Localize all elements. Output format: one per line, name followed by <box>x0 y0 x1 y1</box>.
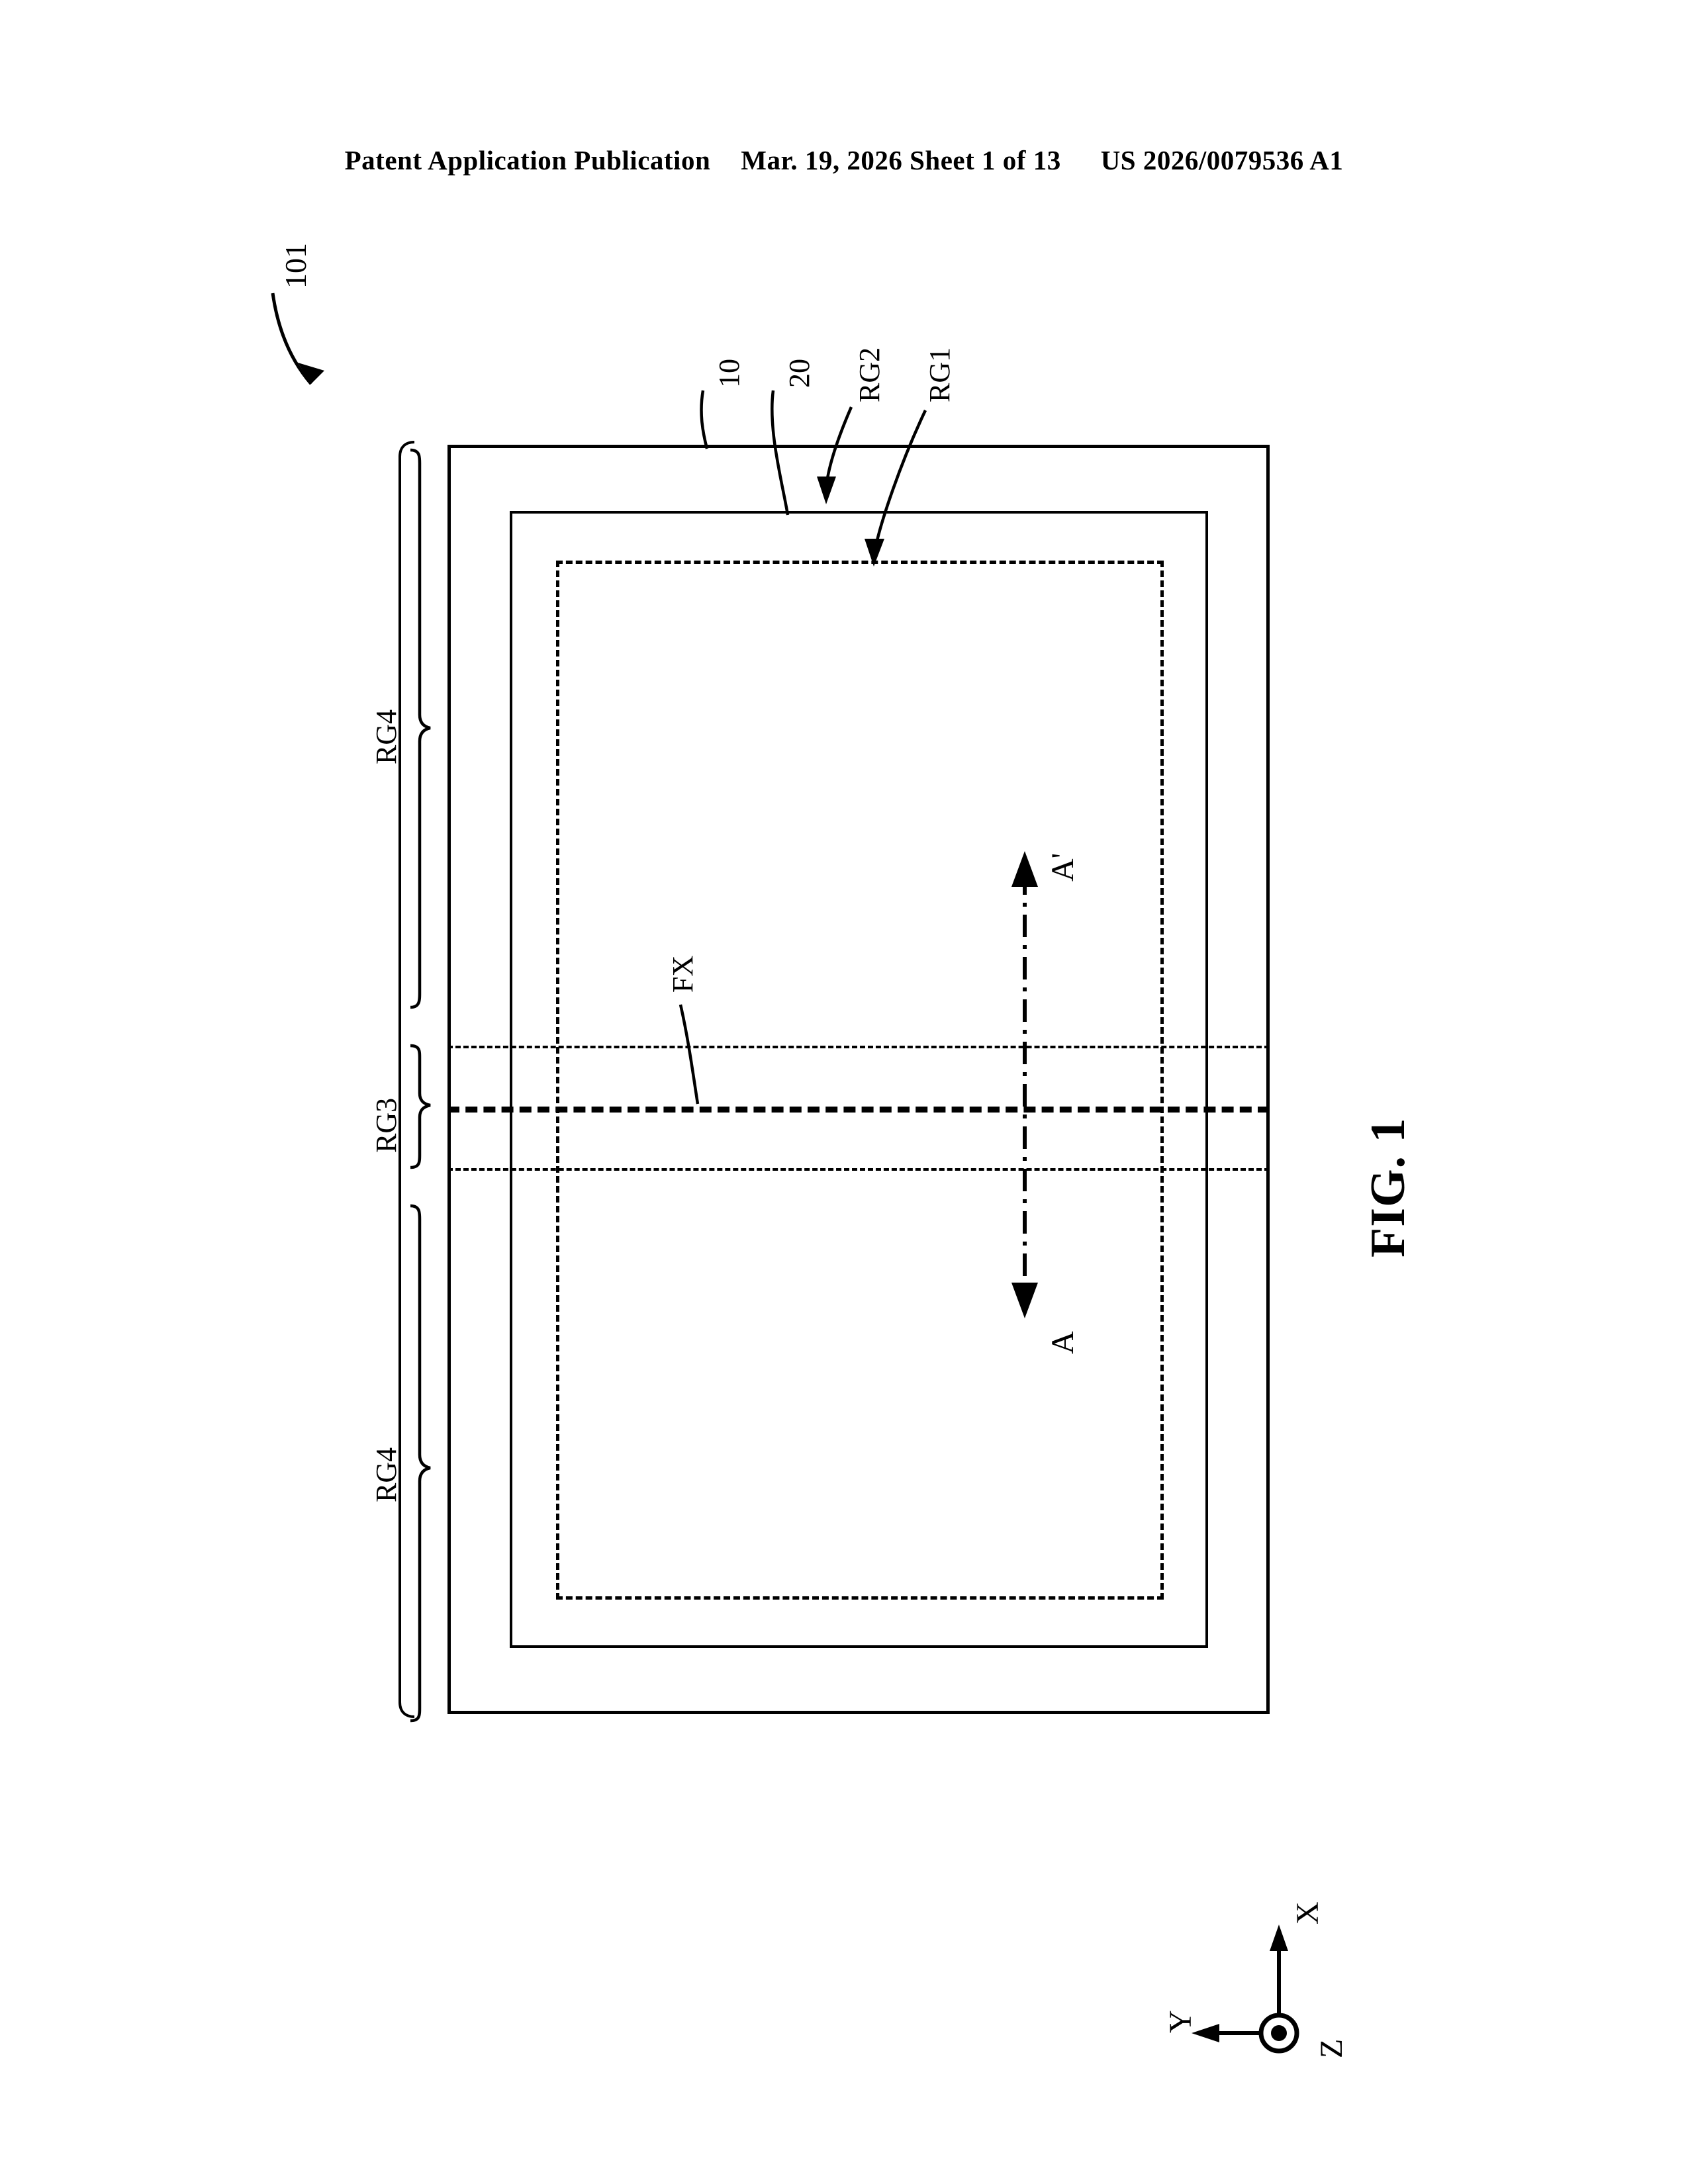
figure-caption: FIG. 1 <box>1361 1117 1415 1257</box>
rg4-upper-bracket <box>410 448 431 1009</box>
outer-substrate-rectangle <box>447 445 1270 1714</box>
outer-bracket-top-hook <box>399 441 415 457</box>
z-axis-center-dot <box>1271 2025 1287 2041</box>
publication-title: Patent Application Publication <box>344 145 711 175</box>
section-label-a-prime: A' <box>1045 852 1080 882</box>
rg3-bracket <box>410 1044 431 1169</box>
z-axis-out-of-page-circle <box>1258 2013 1299 2054</box>
callout-label-20: 20 <box>783 359 816 388</box>
ref-101-arrowhead <box>298 363 324 384</box>
folding-region-lower-boundary-line <box>447 1168 1270 1171</box>
z-axis-label: Z <box>1314 2038 1349 2058</box>
side-label-rg3: RG3 <box>370 1097 402 1153</box>
rg4-lower-bracket <box>410 1204 431 1723</box>
folding-region-upper-boundary-line <box>447 1046 1270 1048</box>
ref-101-label: 101 <box>279 243 312 289</box>
callout-label-rg2: RG2 <box>853 347 886 402</box>
side-label-rg4-lower: RG4 <box>370 1447 402 1502</box>
inner-frame-rectangle <box>510 511 1208 1648</box>
date-and-sheet: Mar. 19, 2026 Sheet 1 of 13 <box>741 145 1061 175</box>
callout-10-leader <box>700 390 709 449</box>
page-header: Patent Application Publication Mar. 19, 2… <box>0 144 1688 176</box>
publication-number: US 2026/0079536 A1 <box>1100 145 1344 175</box>
callout-label-rg1: RG1 <box>923 347 956 402</box>
fold-axis-label: FX <box>667 955 699 993</box>
x-axis-arrowhead <box>1270 1925 1288 1951</box>
outer-bracket-bottom-hook <box>399 1702 415 1718</box>
ref-101-leader-line <box>271 293 312 385</box>
callout-label-10: 10 <box>713 359 745 388</box>
x-axis-label: X <box>1290 1901 1325 1925</box>
side-label-rg4-upper: RG4 <box>370 709 402 764</box>
fold-axis-line <box>447 1107 1270 1113</box>
section-label-a: A <box>1045 1331 1080 1354</box>
active-area-dashed-rectangle <box>556 561 1164 1600</box>
y-axis-label: Y <box>1163 2010 1198 2033</box>
